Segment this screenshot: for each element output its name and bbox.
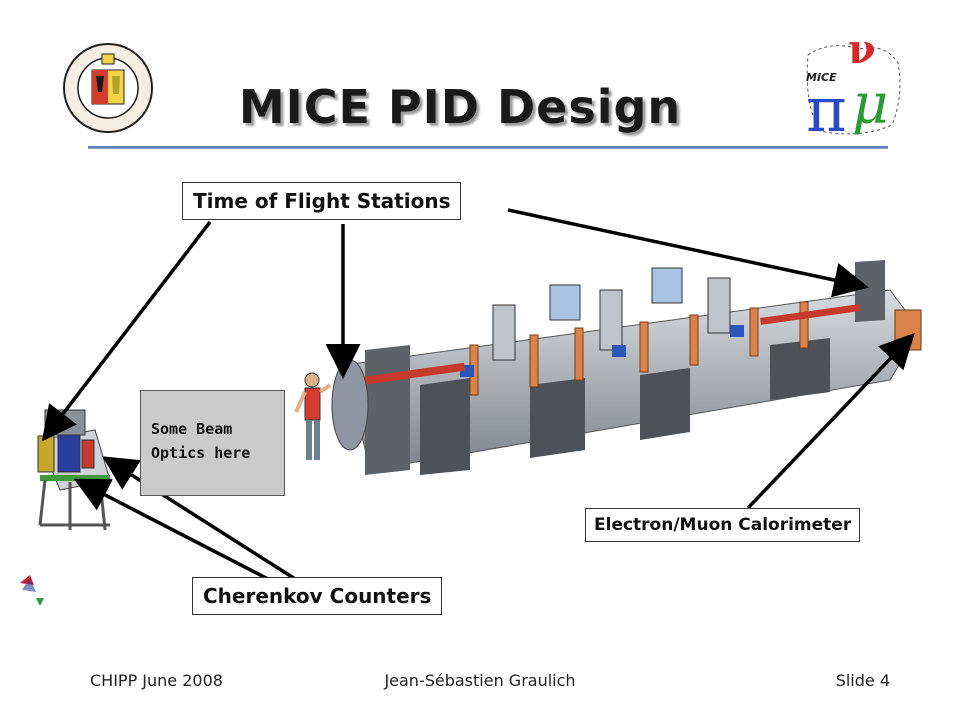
cherenkov-counters-label: Cherenkov Counters xyxy=(192,577,443,615)
footer-event: CHIPP June 2008 xyxy=(90,671,223,690)
arrow-cherenkov-a xyxy=(73,478,271,582)
beam-optics-box: Some Beam Optics here xyxy=(140,390,285,496)
arrow-calorimeter xyxy=(746,332,915,510)
calorimeter-label: Electron/Muon Calorimeter xyxy=(585,508,861,542)
svg-text:μ: μ xyxy=(852,72,888,137)
title-underline xyxy=(88,146,888,149)
optics-line-2: Optics here xyxy=(151,444,251,462)
slide-title: MICE PID Design xyxy=(238,80,682,134)
svg-text:π: π xyxy=(806,73,847,140)
arrow-tof-left xyxy=(41,220,212,442)
tof-stations-label: Time of Flight Stations xyxy=(182,182,462,220)
svg-text:MICE: MICE xyxy=(806,71,837,84)
optics-line-1: Some Beam xyxy=(151,420,233,438)
university-seal-logo xyxy=(62,42,154,134)
arrow-tof-right xyxy=(507,208,869,298)
footer-slide-number: Slide 4 xyxy=(835,671,890,690)
footer-author: Jean-Sébastien Graulich xyxy=(384,671,576,690)
